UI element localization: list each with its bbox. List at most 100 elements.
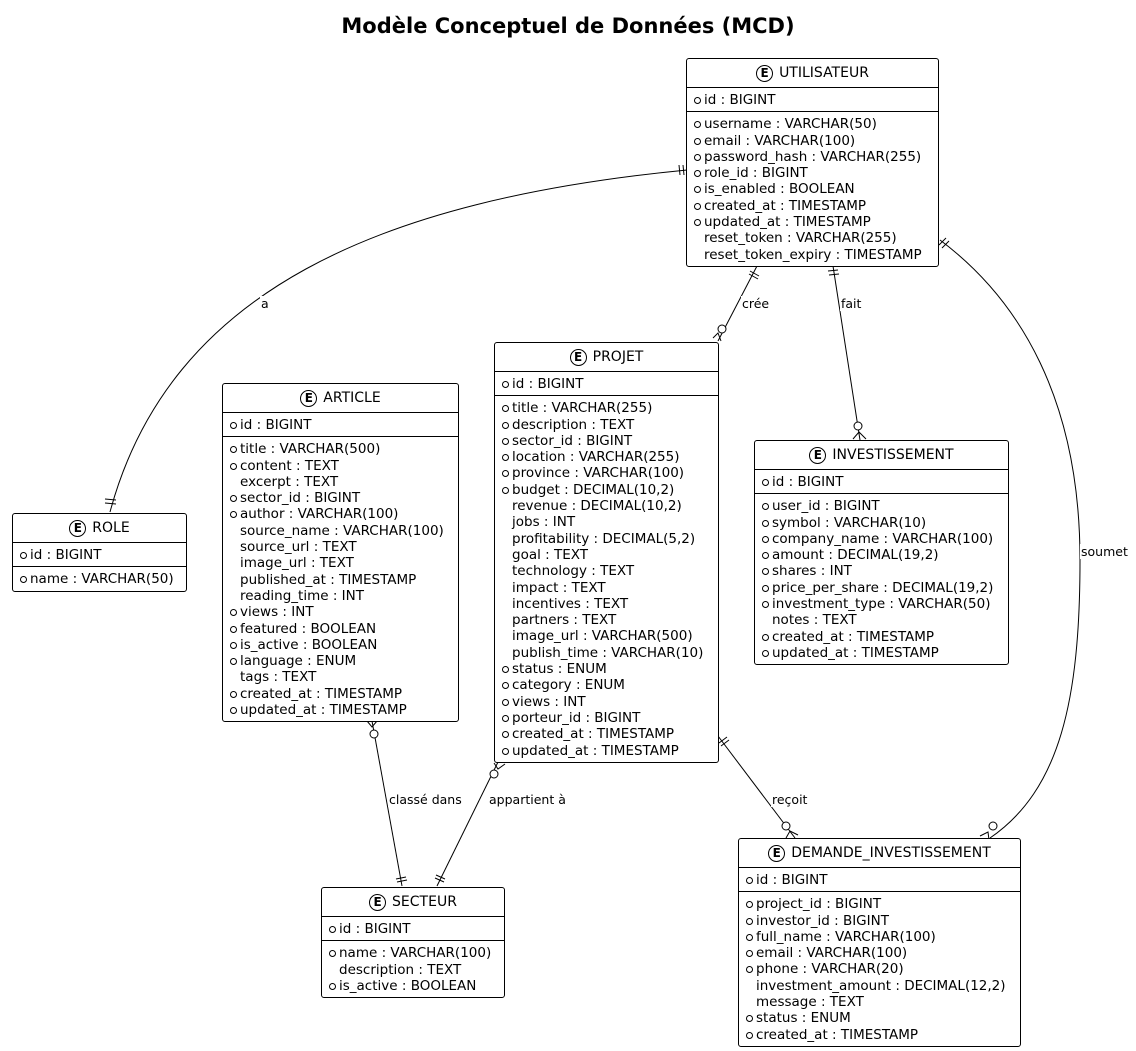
attribute-row: updated_at : TIMESTAMP [761,645,1002,661]
attribute-row: technology : TEXT [501,563,712,579]
optional-marker [229,555,240,571]
primary-key-row: id : BIGINT [761,474,1002,490]
attribute-text: tags : TEXT [240,669,317,686]
attribute-row: tags : TEXT [229,669,452,685]
rel-label-soumet: soumet [1080,544,1129,559]
attribute-row: name : VARCHAR(50) [19,571,180,587]
attribute-row: created_at : TIMESTAMP [693,198,932,214]
attribute-row: amount : DECIMAL(19,2) [761,547,1002,563]
mandatory-marker [761,515,772,531]
card-one-mandatory [718,736,728,744]
attribute-text: created_at : TIMESTAMP [512,726,675,743]
attribute-row: created_at : TIMESTAMP [761,629,1002,645]
mandatory-marker [745,1027,756,1043]
entity-icon: E [300,389,318,407]
primary-key-section: id : BIGINT [322,917,504,942]
attribute-text: source_name : VARCHAR(100) [240,522,444,539]
mandatory-marker [229,686,240,702]
mandatory-marker [693,198,704,214]
mandatory-marker [229,702,240,718]
attribute-text: password_hash : VARCHAR(255) [704,148,922,165]
attribute-row: title : VARCHAR(255) [501,400,712,416]
attribute-text: profitability : DECIMAL(5,2) [512,530,696,547]
mandatory-marker [328,921,339,937]
card-one-mandatory [104,502,117,505]
attribute-text: email : VARCHAR(100) [704,132,856,149]
attribute-row: profitability : DECIMAL(5,2) [501,531,712,547]
attribute-row: full_name : VARCHAR(100) [745,929,1014,945]
card-zero-or-many [717,324,727,334]
attribute-row: project_id : BIGINT [745,896,1014,912]
card-zero-or-many [988,821,998,831]
attribute-text: views : INT [240,604,314,621]
attribute-text: reset_token_expiry : TIMESTAMP [704,246,922,263]
attribute-row: email : VARCHAR(100) [693,133,932,149]
mandatory-marker [229,621,240,637]
entity-icon: E [756,64,774,82]
attribute-row: is_active : BOOLEAN [328,978,498,994]
attribute-text: created_at : TIMESTAMP [704,197,867,214]
primary-key: id : BIGINT [704,92,776,108]
attribute-row: password_hash : VARCHAR(255) [693,149,932,165]
mandatory-marker [501,677,512,693]
mandatory-marker [501,449,512,465]
rel-line-classe-dans [371,720,403,887]
attribute-row: price_per_share : DECIMAL(19,2) [761,580,1002,596]
optional-marker [693,247,704,263]
primary-key: id : BIGINT [339,921,411,937]
optional-marker [328,962,339,978]
attribute-row: created_at : TIMESTAMP [229,686,452,702]
primary-key-section: id : BIGINT [687,88,938,113]
attribute-row: updated_at : TIMESTAMP [501,743,712,759]
rel-label-recoit: reçoit [771,792,809,807]
entity-icon: E [569,348,587,366]
entity-icon: E [369,893,387,911]
attribute-text: impact : TEXT [512,579,606,596]
mandatory-marker [761,474,772,490]
mandatory-marker [745,961,756,977]
attribute-row: image_url : TEXT [229,555,452,571]
mandatory-marker [745,913,756,929]
attribute-text: technology : TEXT [512,563,635,580]
primary-key-row: id : BIGINT [229,417,452,433]
mandatory-marker [229,490,240,506]
card-one-mandatory [938,237,947,246]
attribute-text: content : TEXT [240,457,339,474]
attribute-row: source_url : TEXT [229,539,452,555]
mandatory-marker [761,629,772,645]
mandatory-marker [229,604,240,620]
entity-header: E UTILISATEUR [687,59,938,88]
attribute-text: created_at : TIMESTAMP [240,685,403,702]
entity-name: UTILISATEUR [779,64,869,81]
mandatory-marker [761,580,772,596]
card-zero-or-many [712,332,722,342]
attribute-text: title : VARCHAR(500) [240,441,381,458]
attribute-text: is_active : BOOLEAN [339,977,477,994]
attribute-text: category : ENUM [512,677,625,694]
mandatory-marker [761,498,772,514]
primary-key: id : BIGINT [240,417,312,433]
card-one-mandatory [395,876,407,880]
attribute-row: impact : TEXT [501,580,712,596]
attribute-list: username : VARCHAR(50)email : VARCHAR(10… [687,112,938,266]
mandatory-marker [745,1010,756,1026]
mandatory-marker [501,694,512,710]
attribute-text: investment_type : VARCHAR(50) [772,596,991,613]
attribute-row: symbol : VARCHAR(10) [761,515,1002,531]
attribute-row: shares : INT [761,563,1002,579]
attribute-row: image_url : VARCHAR(500) [501,628,712,644]
attribute-text: full_name : VARCHAR(100) [756,928,936,945]
